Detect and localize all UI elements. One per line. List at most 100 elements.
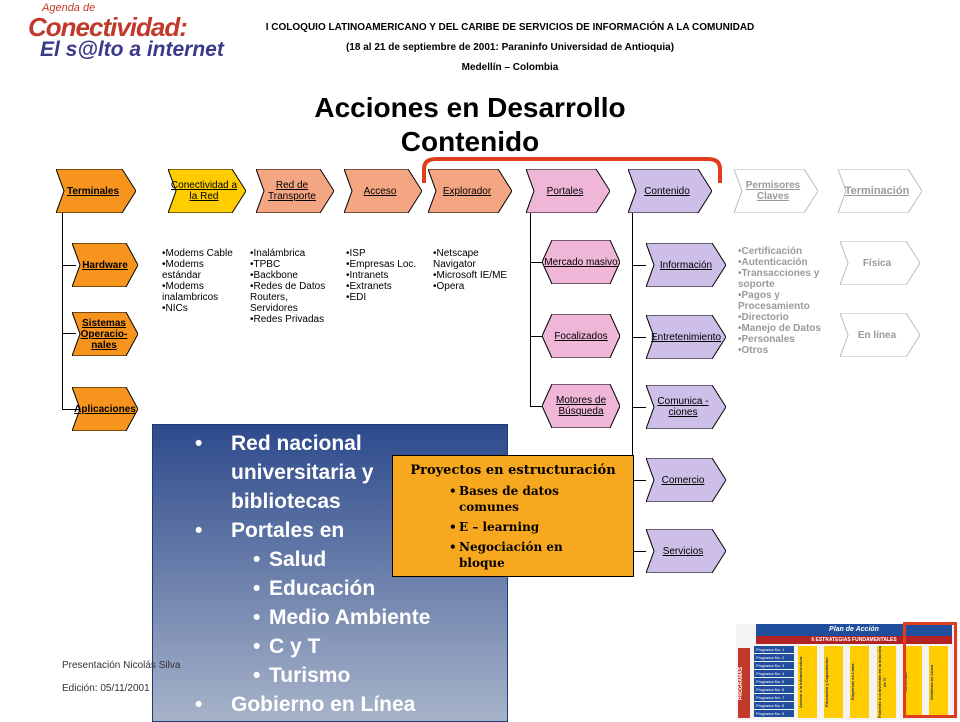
- thumbnail-col: Fomento a la Inversión en la Industria d…: [876, 646, 896, 718]
- list-item: •Personales: [738, 334, 795, 345]
- chevron-fisica-label: Física: [862, 257, 892, 269]
- thumbnail-row: Programa No. 3: [754, 661, 794, 670]
- connector-contenido: [632, 211, 633, 552]
- chevron-hardware-label: Hardware: [82, 259, 128, 271]
- list-item: Servidores: [250, 303, 298, 314]
- proyectos-item-3b: bloque: [459, 556, 505, 570]
- panel-gobierno: Gobierno en Línea: [231, 693, 416, 716]
- chevron-comercio: Comercio: [646, 458, 726, 502]
- connector-comunicaciones: [632, 407, 646, 408]
- chevron-explorador-label: Explorador: [442, 185, 492, 197]
- chevron-terminacion-label: Terminación: [844, 184, 910, 197]
- chevron-conectividad: Conectividad a la Red: [168, 169, 246, 213]
- thumbnail-row: Programa No. 2: [754, 653, 794, 662]
- proyectos-item-2: E – learning: [459, 520, 540, 534]
- chevron-explorador: Explorador: [428, 169, 512, 213]
- logo-main-text: Conectividad:: [28, 12, 188, 42]
- panel-medio-ambiente: Medio Ambiente: [269, 606, 431, 629]
- proyectos-item-1b: comunes: [459, 500, 519, 514]
- thumbnail-row: Programa No. 8: [754, 701, 794, 710]
- bullet-dot: •: [253, 577, 261, 600]
- panel-salud: Salud: [269, 548, 327, 571]
- chevron-sistemas-label: Sistemas Operacio- nales: [80, 317, 128, 351]
- list-item: •Directorio: [738, 312, 789, 323]
- list-item: Procesamiento: [738, 301, 810, 312]
- bullet-dot: •: [449, 484, 457, 498]
- connector-servicios: [632, 551, 646, 552]
- connector-informacion: [632, 265, 646, 266]
- connector-entretenimiento: [632, 337, 646, 338]
- chevron-terminacion: Terminación: [838, 169, 922, 213]
- chevron-contenido-label: Contenido: [644, 185, 690, 197]
- hex-focalizados-label: Focalizados: [554, 330, 608, 342]
- hex-mercado-label: Mercado masivo: [544, 256, 618, 268]
- thumbnail-row: Programa No. 4: [754, 669, 794, 678]
- panel-red-nacional-1: Red nacional: [231, 432, 362, 455]
- proyectos-item-1a: Bases de datos: [459, 484, 559, 498]
- chevron-informacion: Información: [646, 243, 726, 287]
- hex-mercado-masivo: Mercado masivo: [542, 240, 620, 284]
- bullet-dot: •: [253, 606, 261, 629]
- connector-motores: [530, 406, 542, 407]
- list-item: •Certificación: [738, 246, 803, 257]
- list-item: •Redes Privadas: [250, 314, 325, 325]
- list-item: •Modems Cable: [162, 248, 233, 259]
- chevron-en-linea-label: En línea: [857, 329, 897, 341]
- thumbnail-row: Programa No. 1: [754, 646, 794, 653]
- list-item: Routers,: [250, 292, 288, 303]
- list-item: •Autenticación: [738, 257, 808, 268]
- acceso-list: •ISP •Empresas Loc. •Intranets •Extranet…: [346, 248, 416, 303]
- chevron-entretenimiento-label: Entretenimiento: [650, 331, 722, 343]
- chevron-sistemas: Sistemas Operacio- nales: [72, 312, 138, 356]
- hex-motores-label: Motores de Búsqueda: [555, 395, 607, 417]
- chevron-servicios-label: Servicios: [662, 545, 704, 557]
- thumbnail-row: Programa No. 9: [754, 709, 794, 718]
- thumbnail-col: Acceso a la Infraestructura: [798, 646, 817, 718]
- connector-portales: [530, 211, 531, 407]
- panel-turismo: Turismo: [269, 664, 351, 687]
- thumbnail-row: Programa No. 7: [754, 693, 794, 702]
- chevron-comercio-label: Comercio: [661, 474, 705, 486]
- hex-motores: Motores de Búsqueda: [542, 384, 620, 428]
- list-item: •Modems: [162, 281, 204, 292]
- list-item: •Inalámbrica: [250, 248, 306, 259]
- chevron-portales: Portales: [526, 169, 610, 213]
- thumbnail-col: Empresas en Línea: [850, 646, 870, 718]
- list-item: •Modems: [162, 259, 204, 270]
- chevron-aplicaciones: Aplicaciones: [72, 387, 138, 431]
- list-item: •Backbone: [250, 270, 298, 281]
- red-list: •Inalámbrica •TPBC •Backbone •Redes de D…: [250, 248, 325, 325]
- logo-tagline: Agenda de: [42, 2, 96, 14]
- list-item: •NICs: [162, 303, 188, 314]
- connector-comercio: [632, 480, 646, 481]
- chevron-entretenimiento: Entretenimiento: [646, 315, 726, 359]
- bullet-dot: •: [253, 664, 261, 687]
- chevron-terminales: Terminales: [56, 169, 136, 213]
- proyectos-box: Proyectos en estructuración • Bases de d…: [392, 455, 634, 577]
- chevron-fisica: Física: [840, 241, 920, 285]
- panel-red-nacional-2: universitaria y: [231, 461, 374, 484]
- bullet-dot: •: [449, 520, 457, 534]
- bullet-dot: •: [449, 540, 457, 554]
- bullet-dot: •: [195, 432, 203, 455]
- list-item: •Redes de Datos: [250, 281, 326, 292]
- header-line-1: I COLOQUIO LATINOAMERICANO Y DEL CARIBE …: [265, 22, 755, 33]
- connector-mercado: [530, 262, 542, 263]
- list-item: inalambricos: [162, 292, 219, 303]
- page-title-line-2: Contenido: [400, 126, 540, 157]
- list-item: •Intranets: [346, 270, 389, 281]
- header-line-2: (18 al 21 de septiembre de 2001: Paranin…: [345, 42, 675, 53]
- chevron-terminales-label: Terminales: [66, 185, 120, 197]
- bullet-dot: •: [253, 548, 261, 571]
- list-item: estándar: [162, 270, 201, 281]
- logo-sub-text: El s@lto a internet: [40, 38, 224, 61]
- chevron-servicios: Servicios: [646, 529, 726, 573]
- panel-red-nacional-3: bibliotecas: [231, 490, 341, 513]
- list-item: •Otros: [738, 345, 769, 356]
- list-item: •Extranets: [346, 281, 392, 292]
- proyectos-title: Proyectos en estructuración: [410, 463, 616, 478]
- list-item: •Manejo de Datos: [738, 323, 821, 334]
- list-item: soporte: [738, 279, 775, 290]
- thumbnail-programas: PROGRAMAS: [738, 648, 750, 718]
- connector-hardware: [62, 265, 76, 266]
